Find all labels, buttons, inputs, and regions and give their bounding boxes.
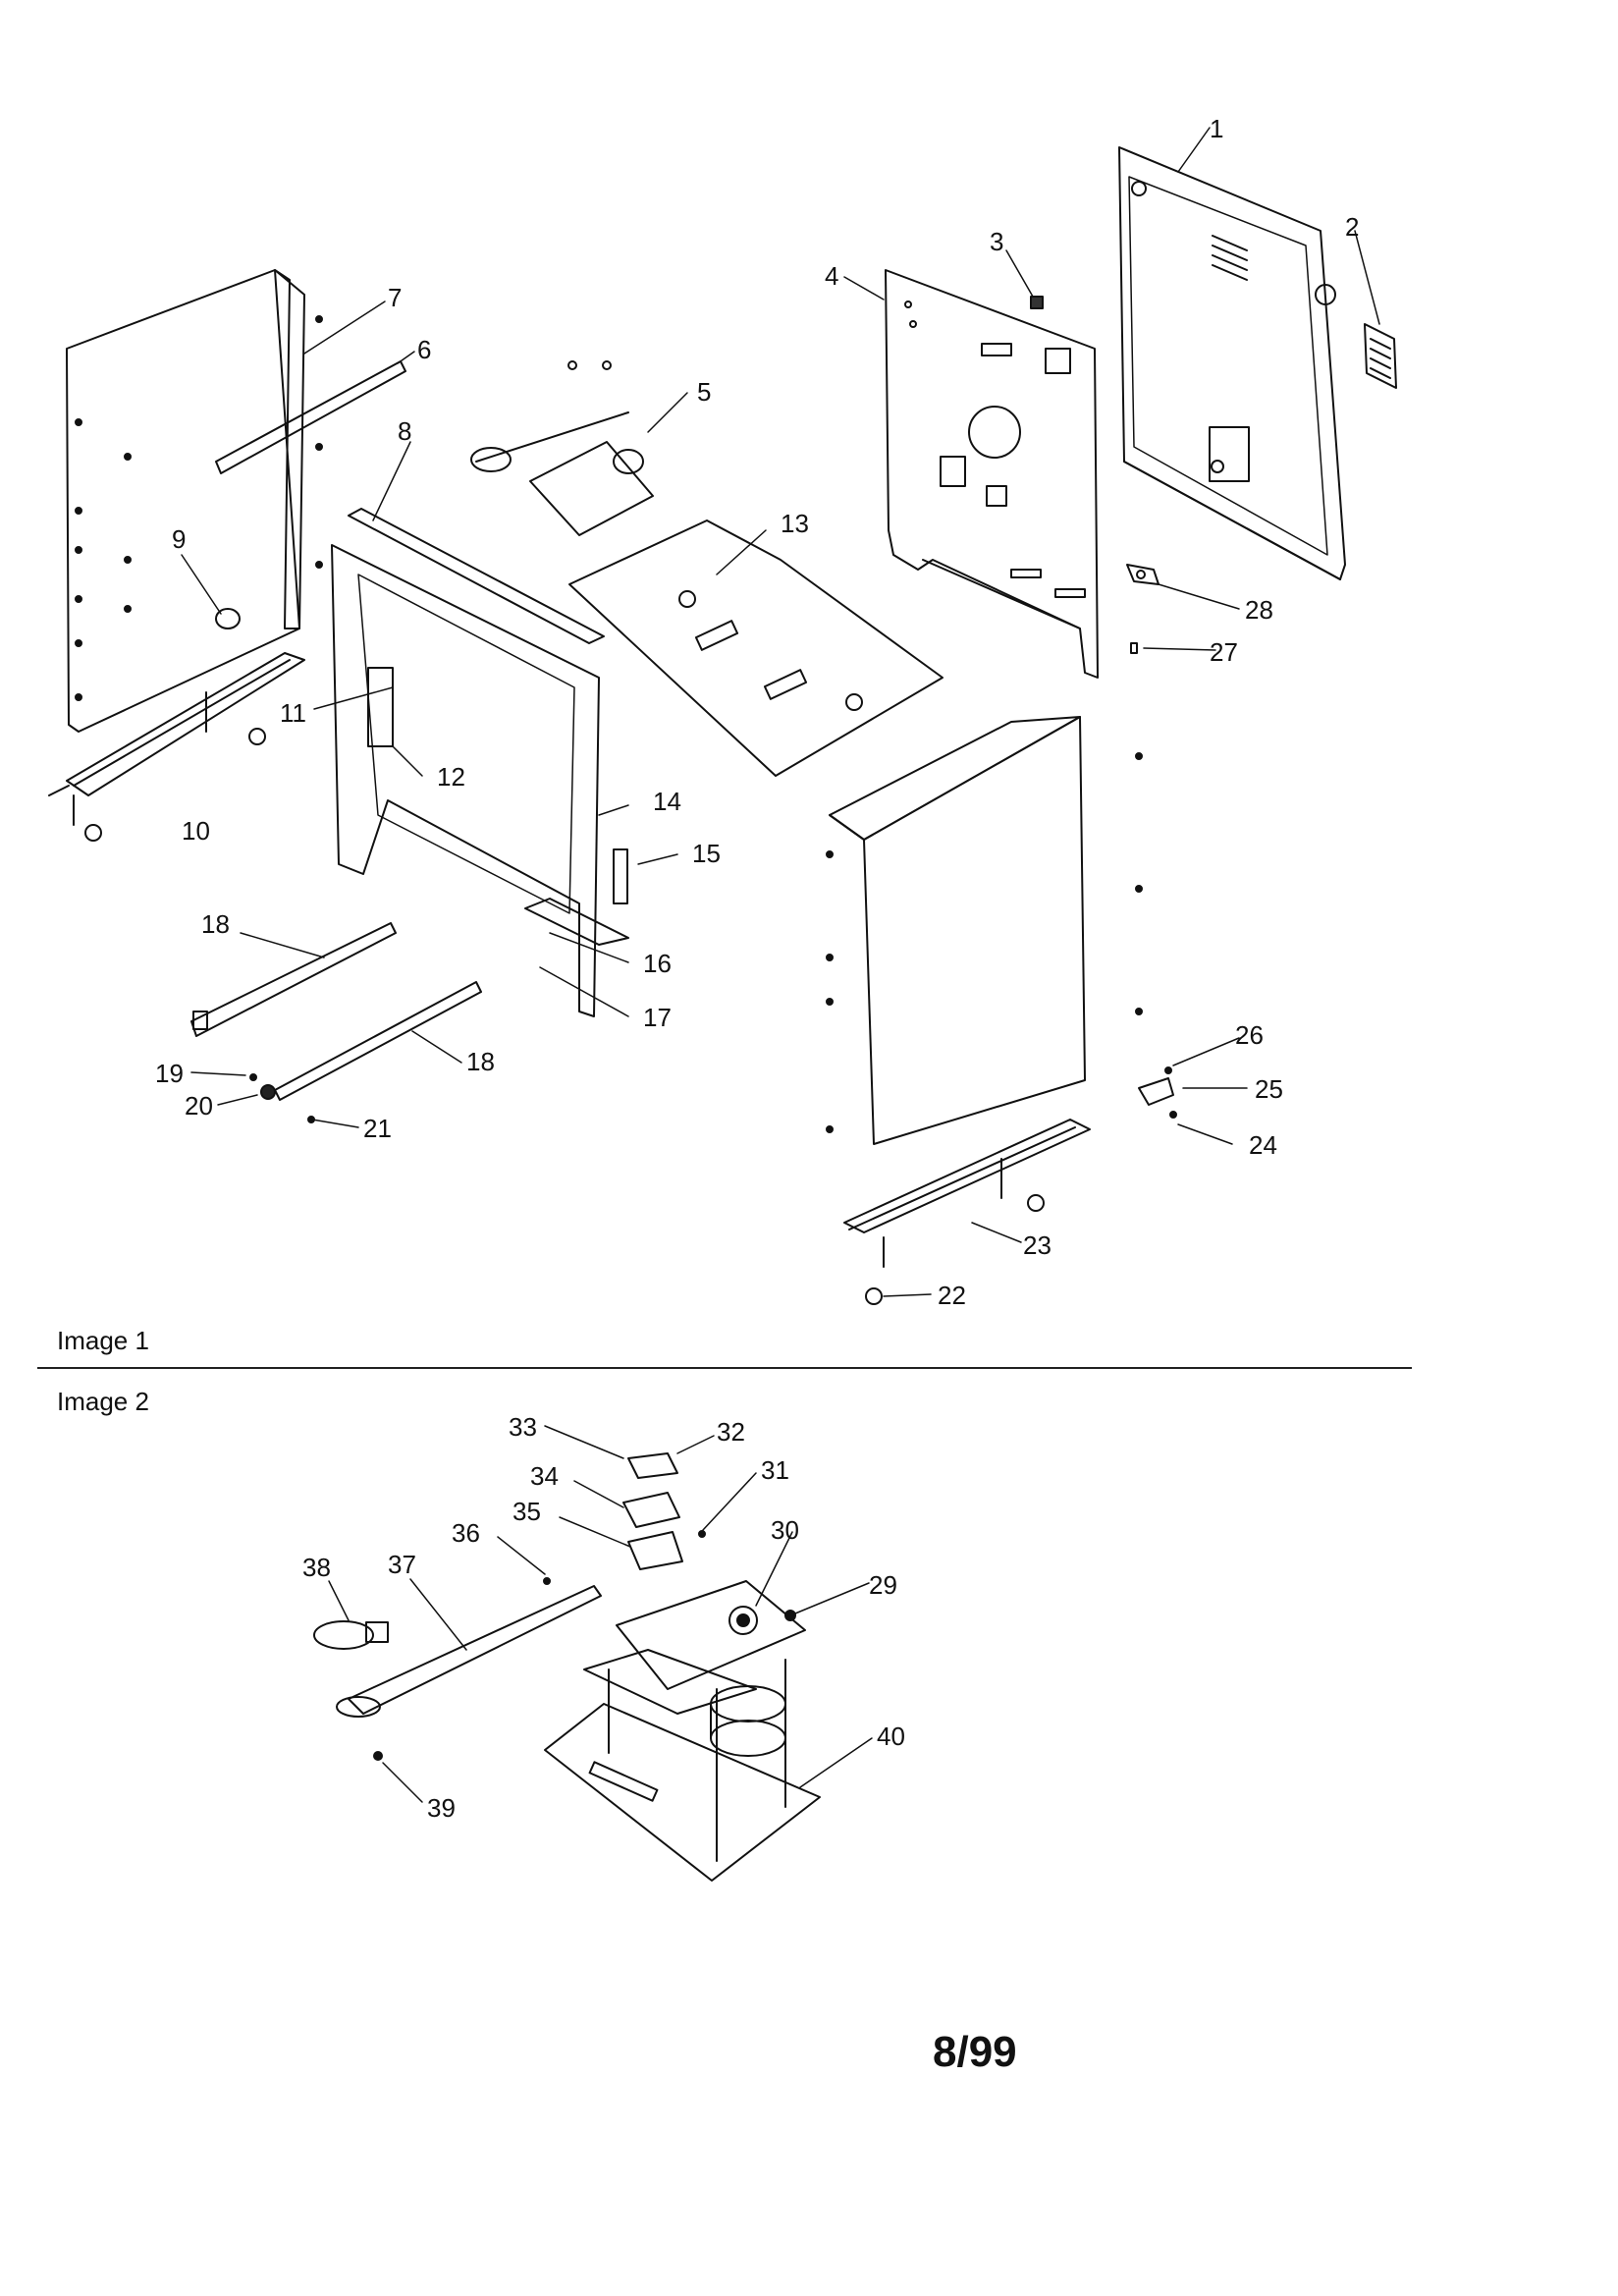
callout-26: 26 (1235, 1020, 1264, 1050)
callout-11: 11 (280, 698, 306, 728)
callout-8: 8 (398, 416, 411, 446)
callout-33: 33 (509, 1412, 537, 1442)
image2-label: Image 2 (57, 1387, 149, 1416)
part-39-screw (373, 1751, 383, 1761)
part-10-base-rail (48, 652, 305, 842)
part-37-lever (336, 1585, 602, 1718)
callout-40: 40 (877, 1722, 905, 1751)
page-number: 8/99 (933, 2028, 1017, 2076)
part-16-plate (524, 898, 629, 946)
part-18-rail-upper (190, 922, 397, 1037)
callout-23: 23 (1023, 1230, 1052, 1260)
part-34-35-brackets (622, 1492, 683, 1570)
callout-15: 15 (692, 839, 721, 868)
callout-25: 25 (1255, 1074, 1283, 1104)
callout-7: 7 (388, 283, 402, 312)
part-29-screw (784, 1610, 796, 1621)
part-5-control-assembly (470, 360, 654, 536)
callout-18-b: 18 (466, 1047, 495, 1076)
part-23-base-rail (843, 1119, 1091, 1305)
part-3-clip (1030, 296, 1044, 309)
callout-31: 31 (761, 1455, 789, 1485)
part-30-control-plate (583, 1580, 806, 1715)
callout-12: 12 (437, 762, 465, 792)
callout-6: 6 (417, 335, 431, 364)
callout-14: 14 (653, 787, 681, 816)
callout-3: 3 (990, 227, 1003, 256)
section-divider (37, 1367, 1412, 1369)
part-27-screw (1130, 642, 1138, 654)
leaders-image1 (181, 127, 1380, 1297)
image1-label: Image 1 (57, 1326, 149, 1355)
callout-5: 5 (697, 377, 711, 407)
part-7-left-side-panel (66, 269, 323, 733)
part-6-rail (215, 360, 406, 474)
callout-37: 37 (388, 1550, 416, 1579)
callout-9: 9 (172, 524, 186, 554)
callout-20: 20 (185, 1091, 213, 1121)
callout-32: 32 (717, 1417, 745, 1447)
part-40-base-plate (544, 1659, 821, 1882)
callout-35: 35 (512, 1497, 541, 1526)
part-15-bracket (613, 848, 628, 904)
callout-38: 38 (302, 1553, 331, 1582)
part-4-back-wall (885, 269, 1099, 679)
part-19-20-21-hardware (249, 1073, 315, 1123)
callout-39: 39 (427, 1793, 456, 1823)
part-26-screw (1164, 1066, 1172, 1074)
callout-numbers-image2: 29 30 31 32 33 34 35 36 37 38 39 40 (302, 1412, 905, 1823)
part-24-screw (1169, 1111, 1177, 1119)
callout-18-a: 18 (201, 909, 230, 939)
callout-28: 28 (1245, 595, 1273, 625)
callout-numbers-image1: 1 2 3 4 5 6 7 8 9 10 11 12 13 14 15 16 1… (155, 114, 1359, 1310)
callout-30: 30 (771, 1515, 799, 1545)
callout-24: 24 (1249, 1130, 1277, 1160)
callout-17: 17 (643, 1003, 672, 1032)
part-25-clip (1138, 1077, 1174, 1106)
part-8-top-strip (348, 508, 605, 644)
part-38-knob (313, 1620, 389, 1650)
part-28-bracket (1126, 564, 1160, 585)
part-1-rear-panel (1118, 146, 1346, 580)
callout-10: 10 (182, 816, 210, 846)
callout-22: 22 (938, 1281, 966, 1310)
callout-29: 29 (869, 1570, 897, 1600)
leaders-image2 (328, 1425, 873, 1803)
part-31-screw (698, 1530, 706, 1538)
part-18-rail-lower (274, 981, 482, 1101)
callout-21: 21 (363, 1114, 392, 1143)
part-13-cooktop-base (568, 519, 944, 777)
callout-34: 34 (530, 1461, 559, 1491)
part-2-vent (1364, 323, 1397, 389)
callout-4: 4 (825, 261, 838, 291)
part-9-knob (215, 608, 241, 629)
motor (710, 1685, 786, 1757)
callout-36: 36 (452, 1518, 480, 1548)
part-32-33-switch (627, 1452, 678, 1479)
part-36-screw (543, 1577, 551, 1585)
part-14-front-frame (331, 544, 600, 1017)
callout-19: 19 (155, 1059, 184, 1088)
part-right-side-panel (826, 716, 1143, 1145)
callout-13: 13 (781, 509, 809, 538)
callout-16: 16 (643, 949, 672, 978)
callout-2: 2 (1345, 212, 1359, 242)
callout-1: 1 (1210, 114, 1223, 143)
callout-27: 27 (1210, 637, 1238, 667)
